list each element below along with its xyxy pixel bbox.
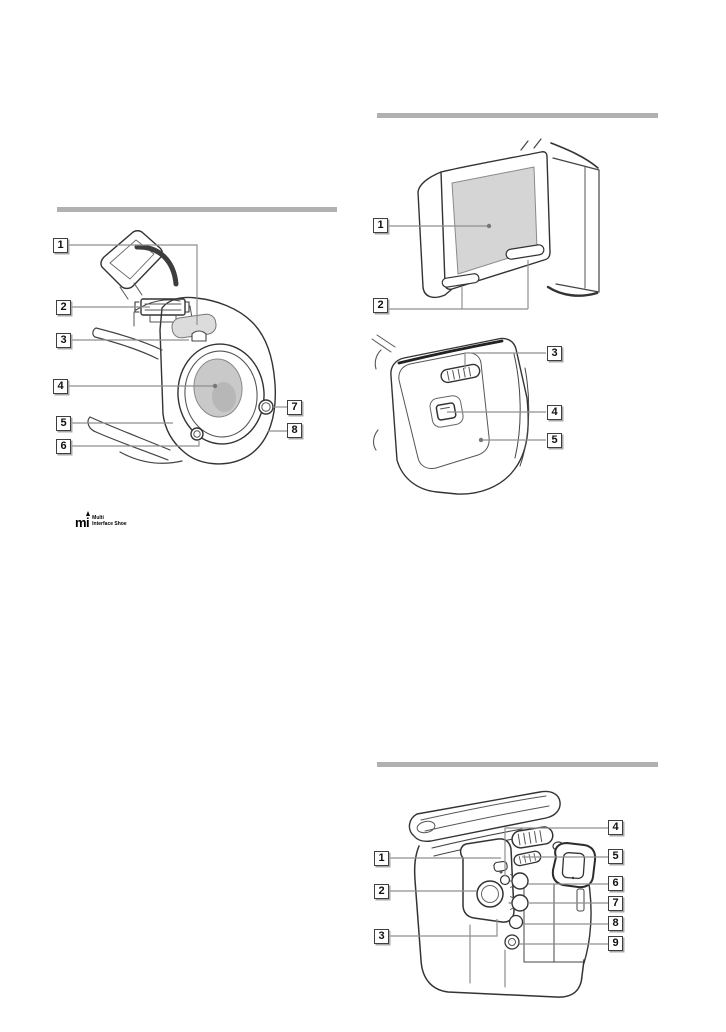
- access-lamp: [499, 870, 503, 874]
- battery-pack: [523, 879, 585, 963]
- mi-logo-caption-line2: Interface Shoe: [92, 520, 127, 527]
- callout-side-3: 3: [547, 346, 562, 361]
- camcorder-side-body: [390, 337, 529, 495]
- multi-interface-shoe-logo: mi Multi Interface Shoe: [75, 511, 127, 529]
- power-button: [258, 399, 274, 415]
- lcd-view-diagram: [417, 138, 600, 299]
- callout-front-5: 5: [56, 416, 71, 431]
- callout-side-4: 4: [547, 405, 562, 420]
- memory-card-slot: [459, 838, 515, 923]
- callout-rear-5: 5: [608, 849, 623, 864]
- mi-logo-caption: Multi Interface Shoe: [92, 515, 127, 527]
- callout-rear-2: 2: [374, 884, 389, 899]
- callout-rear-7: 7: [608, 896, 623, 911]
- callout-side-5: 5: [547, 433, 562, 448]
- callout-front-2: 2: [56, 300, 71, 315]
- lcd-view-leaders: [388, 223, 529, 310]
- zoom-lever: [511, 826, 554, 849]
- speakers: [441, 244, 545, 288]
- callout-rear-4: 4: [608, 820, 623, 835]
- callout-lcd-2: 2: [373, 298, 388, 313]
- callout-rear-6: 6: [608, 876, 623, 891]
- callout-rear-8: 8: [608, 916, 623, 931]
- callout-lcd-1: 1: [373, 218, 388, 233]
- recessed-button: [429, 395, 464, 428]
- callout-front-8: 8: [287, 423, 302, 438]
- callout-rear-1: 1: [374, 851, 389, 866]
- callout-front-6: 6: [56, 439, 71, 454]
- mi-logo-arrow-icon: [86, 511, 91, 516]
- lens: [177, 343, 265, 445]
- callout-front-7: 7: [287, 400, 302, 415]
- callout-rear-9: 9: [608, 936, 623, 951]
- mi-logo-abbr: mi: [75, 511, 91, 529]
- section-bar-rear: [377, 762, 658, 767]
- callout-front-3: 3: [56, 333, 71, 348]
- mode-slider: [513, 850, 542, 867]
- front-view-leaders: [68, 244, 287, 447]
- section-bar-lcd: [377, 113, 658, 118]
- rear-view-diagram: [408, 790, 597, 998]
- viewfinder-eyecup: [551, 842, 597, 889]
- mi-logo-caption-line1: Multi: [92, 515, 104, 521]
- shoe-cover-open: [100, 230, 163, 300]
- rear-view-leaders: [389, 827, 608, 945]
- section-bar-front: [57, 207, 337, 212]
- lens-cover-slider: [440, 363, 481, 384]
- multi-interface-shoe: [134, 298, 190, 323]
- callout-rear-3: 3: [374, 929, 389, 944]
- side-view-leaders: [447, 352, 546, 443]
- callout-front-4: 4: [53, 379, 68, 394]
- side-view-diagram: [371, 334, 530, 495]
- open-direction-arrow: [134, 244, 179, 287]
- callout-front-1: 1: [53, 238, 68, 253]
- front-view-diagram: [87, 230, 277, 465]
- top-handle: [408, 790, 561, 843]
- lcd-panel-closed: [398, 352, 490, 469]
